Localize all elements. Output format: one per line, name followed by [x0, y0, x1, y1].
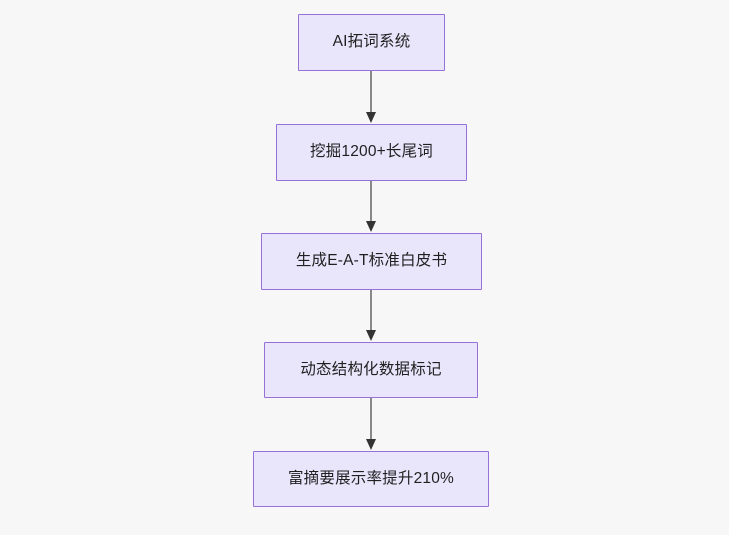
edge-n1-n2 [366, 71, 376, 123]
flowchart-node-dynamic-structured-data-markup[interactable]: 动态结构化数据标记 [264, 342, 478, 398]
node-label: AI拓词系统 [332, 33, 411, 51]
edge-n4-n5 [366, 398, 376, 450]
node-label: 生成E-A-T标准白皮书 [295, 252, 448, 270]
flowchart-node-rich-snippet-impression-uplift[interactable]: 富摘要展示率提升210% [253, 451, 489, 507]
flowchart-node-mine-longtail-keywords[interactable]: 挖掘1200+长尾词 [276, 124, 467, 181]
edge-n3-n4 [366, 290, 376, 341]
node-label: 富摘要展示率提升210% [287, 469, 455, 487]
flowchart-node-generate-eat-whitepaper[interactable]: 生成E-A-T标准白皮书 [261, 233, 482, 290]
edge-n2-n3 [366, 181, 376, 232]
flowchart-node-ai-keyword-system[interactable]: AI拓词系统 [298, 14, 445, 71]
node-label: 动态结构化数据标记 [300, 360, 442, 378]
node-label: 挖掘1200+长尾词 [309, 143, 434, 161]
